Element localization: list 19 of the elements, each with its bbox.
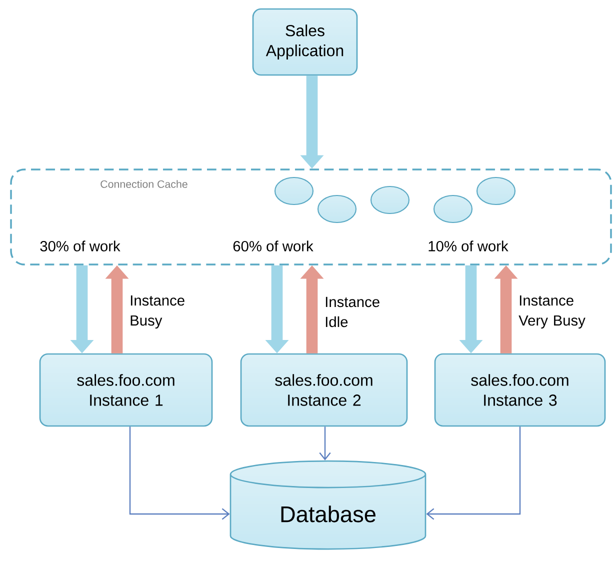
database-cylinder: Database (230, 460, 426, 550)
process-box: sales.foo.com Instance 3 (434, 353, 606, 427)
connection-ellipse (476, 176, 516, 206)
process-box: sales.foo.com Instance 2 (240, 353, 408, 427)
process-box: Sales Application (252, 8, 358, 76)
work-share-label: 60% of work (233, 240, 314, 252)
connector-arrow (319, 426, 331, 460)
connector-arrow (129, 426, 230, 520)
connection-ellipse (433, 194, 473, 224)
process-box: sales.foo.com Instance 1 (39, 353, 213, 427)
work-share-label: 10% of work (428, 240, 508, 252)
connection-ellipse (317, 194, 357, 224)
edge-label: Instance Idle (326, 296, 380, 328)
work-share-label: 30% of work (40, 240, 120, 252)
connection-ellipse (370, 186, 410, 214)
connection-ellipse (274, 176, 314, 206)
edge-label: Instance Very Busy (518, 295, 586, 329)
connector-arrow (426, 426, 521, 520)
edge-label: Instance Busy (130, 295, 184, 329)
